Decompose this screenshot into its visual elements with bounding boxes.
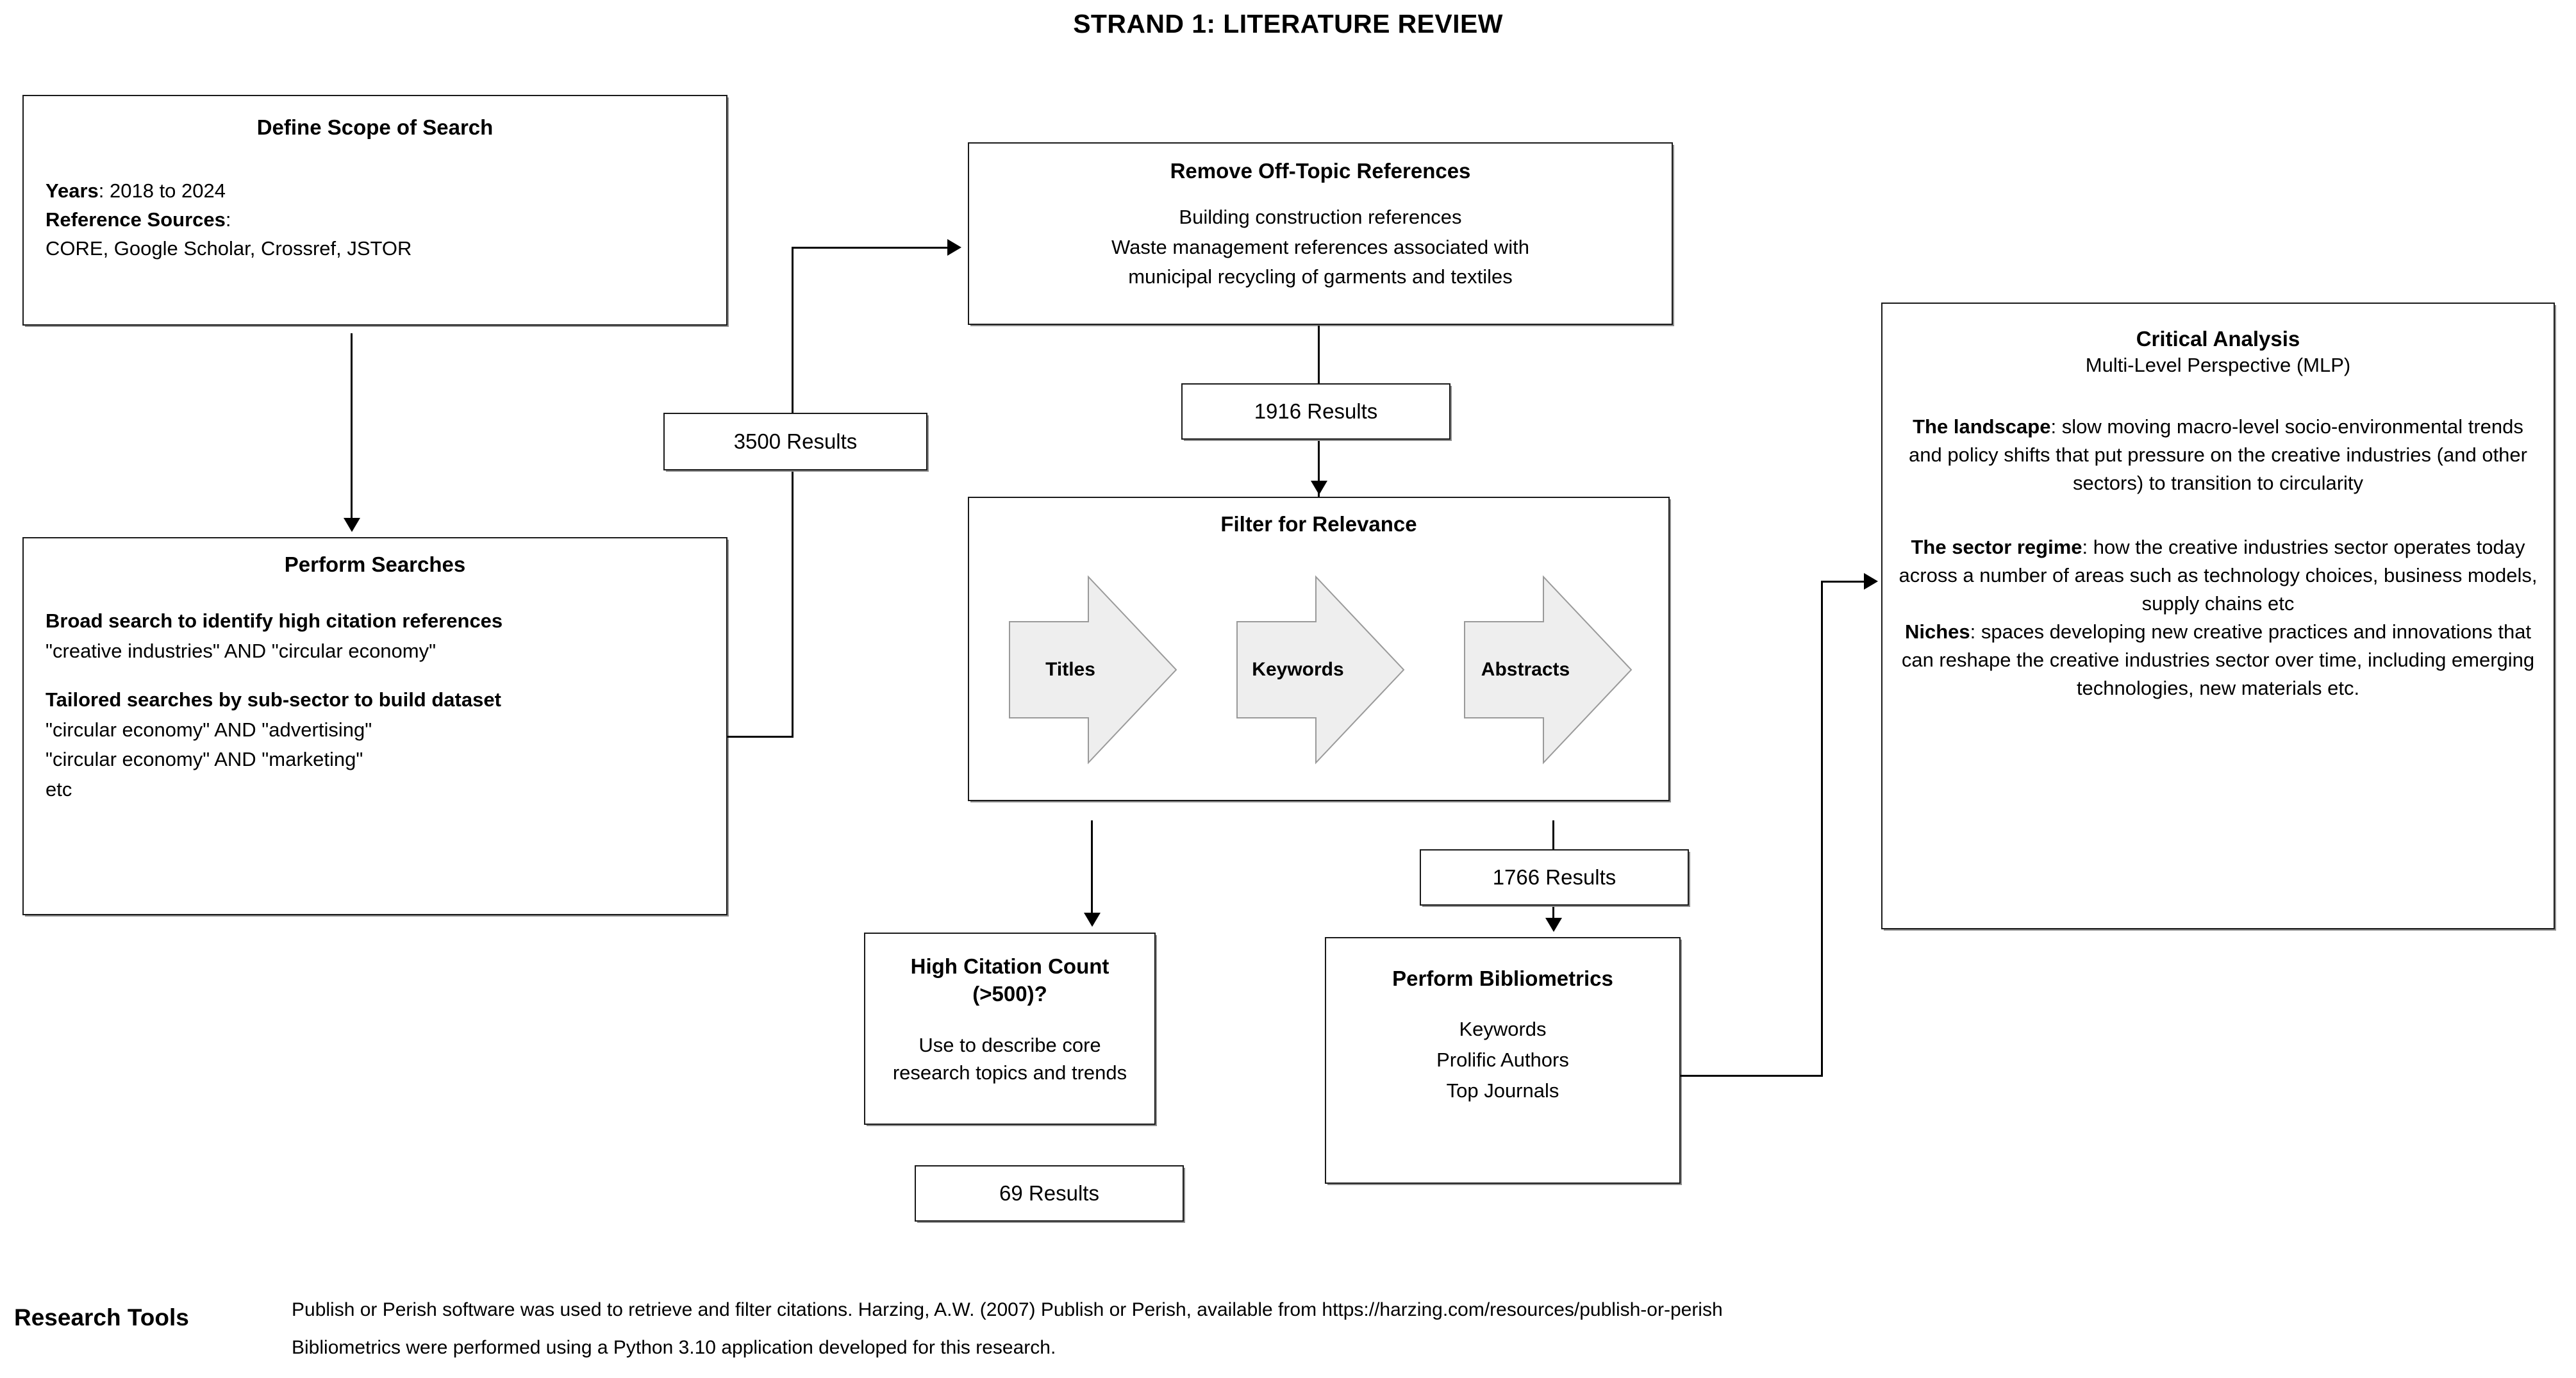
years-value: : 2018 to 2024 — [98, 179, 226, 202]
connector-bibliometrics-to-critical-arrowhead — [1864, 573, 1878, 590]
node-remove-off-topic-references[interactable]: Remove Off-Topic References Building con… — [968, 142, 1673, 325]
chevron-titles[interactable]: Titles — [1006, 574, 1179, 766]
regime-text: : how the creative industries sector ope… — [1899, 536, 2538, 615]
tailored-search-heading: Tailored searches by sub-sector to build… — [46, 688, 501, 711]
regime-label: The sector regime — [1911, 536, 2082, 559]
connector-searches-to-offtopic-arrowhead — [947, 239, 961, 256]
years-label: Years — [46, 179, 99, 202]
connector-scope-to-searches-line — [351, 333, 353, 519]
connector-filter-to-bibliometrics-v1 — [1552, 820, 1554, 868]
node-high-citation-title: High Citation Count (>500)? — [865, 953, 1154, 1008]
node-perform-bibliometrics[interactable]: Perform Bibliometrics Keywords Prolific … — [1325, 937, 1681, 1184]
bibliometrics-item-keywords: Keywords — [1459, 1018, 1547, 1040]
landscape-label: The landscape — [1913, 415, 2051, 438]
footer-line-2: Bibliometrics were performed using a Pyt… — [292, 1336, 1056, 1358]
node-define-scope-of-search[interactable]: Define Scope of Search Years: 2018 to 20… — [22, 95, 727, 326]
node-filter-relevance-title: Filter for Relevance — [1220, 512, 1417, 536]
niches-label: Niches — [1904, 620, 1970, 643]
sources-colon: : — [225, 208, 231, 231]
sources-label: Reference Sources — [46, 208, 226, 231]
node-bibliometrics-title: Perform Bibliometrics — [1392, 967, 1613, 990]
filter-chevron-group: Titles Keywords Abstracts — [1006, 574, 1634, 766]
node-perform-searches-body: Broad search to identify high citation r… — [46, 606, 726, 804]
tailored-query-1: "circular economy" AND "advertising" — [46, 718, 372, 741]
node-critical-analysis[interactable]: Critical Analysis Multi-Level Perspectiv… — [1881, 303, 2555, 929]
node-critical-analysis-subtitle: Multi-Level Perspective (MLP) — [2085, 354, 2351, 376]
connector-searches-to-offtopic-v — [792, 247, 794, 738]
page-title: STRAND 1: LITERATURE REVIEW — [1073, 9, 1503, 38]
niches-text: : spaces developing new creative practic… — [1901, 620, 2535, 700]
bibliometrics-item-authors: Prolific Authors — [1436, 1049, 1569, 1072]
offtopic-line-2: Waste management references associated w… — [1111, 235, 1529, 258]
connector-filter-to-bibliometrics-arrowhead — [1545, 918, 1562, 932]
node-remove-offtopic-body: Building construction references Waste m… — [969, 203, 1672, 292]
chip-1916-results: 1916 Results — [1181, 383, 1450, 440]
offtopic-line-1: Building construction references — [1179, 206, 1462, 228]
connector-bibliometrics-to-critical-v — [1821, 581, 1823, 1077]
connector-searches-to-offtopic-h — [792, 247, 949, 249]
node-define-scope-body: Years: 2018 to 2024 Reference Sources: C… — [46, 177, 726, 263]
landscape-text: : slow moving macro-level socio-environm… — [1909, 415, 2527, 495]
connector-scope-to-searches-arrowhead — [344, 518, 360, 532]
footer-line-1: Publish or Perish software was used to r… — [292, 1299, 1723, 1320]
node-bibliometrics-body: Keywords Prolific Authors Top Journals — [1326, 1014, 1679, 1106]
connector-searches-out-h — [727, 736, 794, 738]
critical-analysis-spacer-2 — [1882, 497, 2554, 533]
node-perform-searches-title: Perform Searches — [284, 552, 466, 576]
bibliometrics-item-journals: Top Journals — [1446, 1079, 1559, 1102]
footer-text: Publish or Perish software was used to r… — [292, 1291, 2407, 1366]
connector-filter-to-highcitation-arrowhead — [1084, 913, 1101, 927]
footer-label: Research Tools — [14, 1304, 189, 1331]
chevron-keywords[interactable]: Keywords — [1234, 574, 1407, 766]
high-citation-title-line-1: High Citation Count — [910, 954, 1109, 978]
connector-filter-to-bibliometrics-v2 — [1552, 904, 1554, 924]
node-critical-analysis-title: Critical Analysis — [2136, 327, 2300, 351]
node-perform-searches[interactable]: Perform Searches Broad search to identif… — [22, 537, 727, 915]
body-spacer — [46, 666, 726, 685]
critical-analysis-spacer-1 — [1882, 377, 2554, 413]
sources-row: Reference Sources: — [46, 206, 726, 235]
node-define-scope-title: Define Scope of Search — [256, 115, 494, 139]
high-citation-body-line-1: Use to describe core — [918, 1033, 1101, 1056]
tailored-query-etc: etc — [46, 777, 72, 801]
chevron-abstracts[interactable]: Abstracts — [1461, 574, 1634, 766]
sources-value: CORE, Google Scholar, Crossref, JSTOR — [46, 237, 412, 260]
critical-analysis-regime: The sector regime: how the creative indu… — [1882, 533, 2554, 618]
chip-69-results: 69 Results — [915, 1165, 1184, 1222]
critical-analysis-landscape: The landscape: slow moving macro-level s… — [1882, 413, 2554, 497]
node-high-citation-count[interactable]: High Citation Count (>500)? Use to descr… — [864, 933, 1156, 1125]
chip-3500-results: 3500 Results — [663, 413, 927, 470]
high-citation-body-line-2: research topics and trends — [892, 1061, 1127, 1084]
broad-search-query: "creative industries" AND "circular econ… — [46, 639, 436, 662]
connector-bibliometrics-out-h — [1681, 1075, 1823, 1077]
chip-1766-results: 1766 Results — [1420, 849, 1689, 906]
connector-filter-to-highcitation-v — [1091, 820, 1093, 917]
offtopic-line-3: municipal recycling of garments and text… — [1128, 265, 1513, 288]
tailored-query-2: "circular economy" AND "marketing" — [46, 748, 363, 770]
critical-analysis-niches: Niches: spaces developing new creative p… — [1882, 618, 2554, 702]
node-remove-offtopic-title: Remove Off-Topic References — [1170, 159, 1471, 183]
high-citation-title-line-2: (>500)? — [972, 981, 1047, 1006]
node-high-citation-body: Use to describe core research topics and… — [865, 1031, 1154, 1087]
years-row: Years: 2018 to 2024 — [46, 177, 726, 206]
connector-bibliometrics-to-critical-h — [1821, 581, 1866, 583]
connector-offtopic-to-filter-arrowhead — [1311, 481, 1327, 495]
broad-search-heading: Broad search to identify high citation r… — [46, 610, 503, 632]
